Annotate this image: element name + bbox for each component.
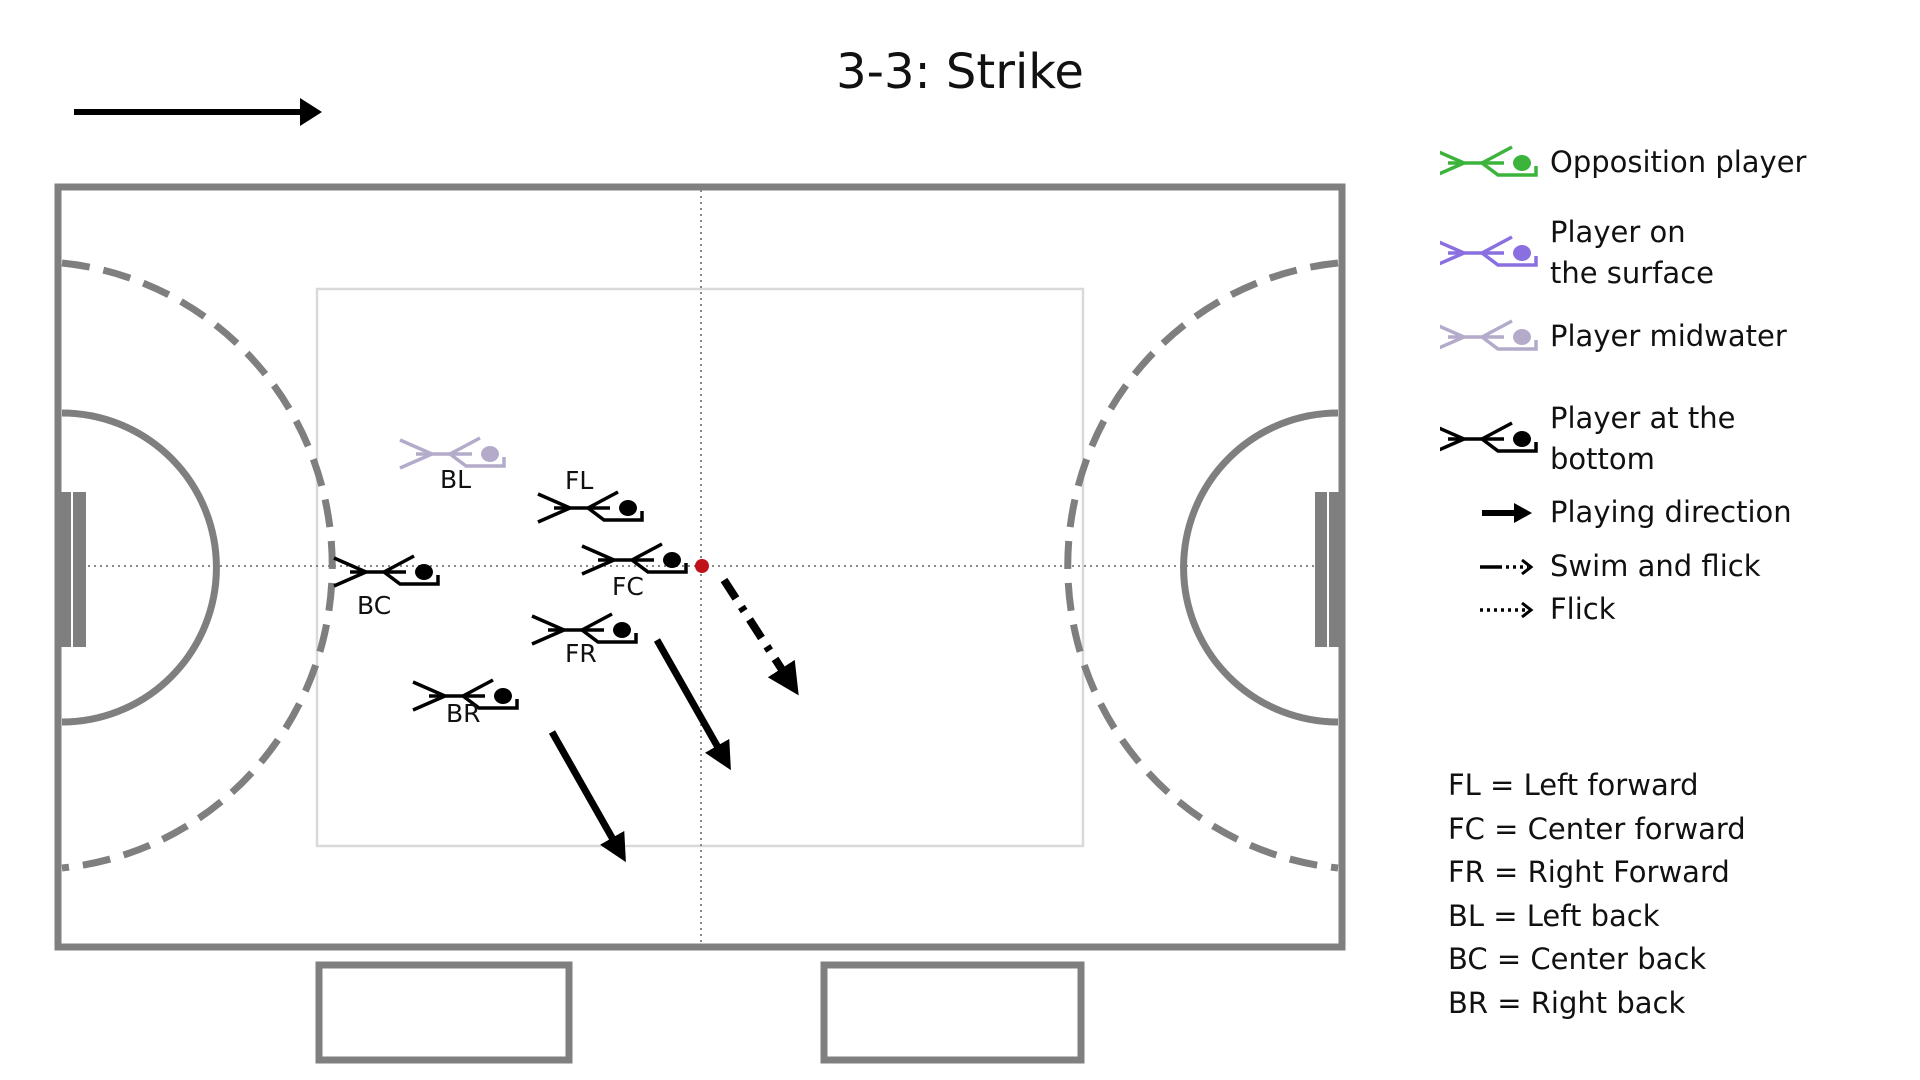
swimmer-bottom-icon [412, 678, 519, 712]
dotted-arrow-icon [1480, 601, 1534, 618]
swimmer-icon-part [619, 500, 637, 516]
legend-item-midwater: Player midwater [1440, 316, 1910, 357]
swimmer-icon-part [587, 490, 619, 510]
swimmer-icon-part [383, 554, 415, 574]
swimmer-icon-part [613, 622, 631, 638]
br-swim-arrow [548, 730, 626, 863]
player-bl [399, 436, 506, 470]
swimmer-icon-part [1480, 437, 1538, 453]
swimmer-icon-part [1481, 318, 1513, 339]
swimmer-bottom-icon [1440, 421, 1538, 453]
abbreviation-item: FC = Center forward [1448, 811, 1746, 846]
ball [695, 559, 709, 573]
player-fc [581, 542, 688, 576]
legend-item-surface: Player on the surface [1440, 212, 1740, 294]
player-fl [537, 490, 644, 524]
swimmer-midwater-icon [1440, 318, 1538, 351]
fr-swim-arrow [653, 638, 731, 771]
player-label-br: BR [446, 699, 481, 728]
abbreviation-item: FR = Right Forward [1448, 855, 1730, 889]
dash-dot-arrow-icon [1480, 558, 1534, 575]
swimmer-icon-part [1513, 154, 1531, 171]
diagram-title: 3-3: Strike [836, 44, 1084, 100]
legend-item-swim-and-flick: Swim and flick [1440, 546, 1910, 587]
swimmer-bottom-icon [531, 612, 638, 646]
player-label-bl: BL [440, 465, 471, 494]
abbreviation-item: BR = Right back [1448, 985, 1686, 1020]
abbreviation-item: FL = Left forward [1448, 768, 1699, 802]
player-label-fc: FC [612, 572, 644, 601]
swimmer-icon-part [462, 678, 494, 698]
swimmer-icon-part [630, 558, 688, 574]
swimmer-icon-part [1480, 161, 1538, 177]
swimmer-icon-part [1481, 144, 1513, 165]
swimmer-icon-part [382, 570, 440, 586]
legend-item-opposition: Opposition player [1440, 142, 1910, 183]
player-fr [531, 612, 638, 646]
swimmer-bottom-icon [537, 490, 644, 524]
player-label-fr: FR [565, 639, 597, 668]
right-goal-arc [1180, 409, 1339, 726]
swimmer-icon-part [1513, 431, 1531, 447]
legend-item-bottom: Player at the bottom [1440, 398, 1770, 480]
legend-item-flick: Flick [1440, 589, 1910, 630]
swimmer-icon-part [448, 452, 506, 468]
swimmer-bottom-icon [581, 542, 688, 576]
swimmer-icon-part [1481, 235, 1513, 255]
swimmer-icon-part [631, 542, 663, 562]
swimmer-icon-part [663, 552, 681, 568]
swimmer-midwater-icon [399, 436, 506, 470]
swimmer-opposition-icon [1440, 144, 1538, 177]
swimmer-icon-part [415, 564, 433, 580]
players: BL FL FC BC FR BR [333, 436, 688, 728]
playing-direction-indicator [74, 98, 322, 126]
fc-swim-and-flick-arrow [720, 577, 799, 696]
player-label-bc: BC [357, 591, 391, 620]
left-bench-box [315, 961, 573, 1064]
player-bc [333, 554, 440, 588]
abbreviation-item: BC = Center back [1448, 942, 1707, 976]
right-bench-box [820, 961, 1085, 1064]
swimmer-icon-part [586, 506, 644, 522]
swimmer-icon-part [1513, 245, 1531, 261]
abbreviation-list: FL = Left forward FC = Center forward FR… [1448, 764, 1746, 1025]
left-goal-arc [61, 409, 220, 726]
swimmer-icon-part [1480, 251, 1538, 267]
legend-item-playing-direction: Playing direction [1440, 492, 1910, 533]
player-label-fl: FL [565, 466, 593, 495]
swimmer-icon-part [1480, 335, 1538, 351]
swimmer-icon-part [461, 694, 519, 710]
solid-arrow-icon [1482, 502, 1532, 523]
swimmer-icon-part [581, 612, 613, 632]
movement-arrows [548, 577, 799, 863]
swimmer-icon-part [449, 436, 481, 456]
swimmer-icon-part [580, 628, 638, 644]
swimmer-bottom-icon [333, 554, 440, 588]
swimmer-surface-icon [1440, 235, 1538, 267]
player-br [412, 678, 519, 712]
swimmer-icon-part [481, 446, 499, 462]
swimmer-icon-part [1481, 421, 1513, 441]
swimmer-icon-part [1513, 328, 1531, 345]
right-dashed-arc [1064, 259, 1339, 872]
swimmer-icon-part [494, 688, 512, 704]
left-dashed-arc [61, 259, 336, 872]
abbreviation-item: BL = Left back [1448, 898, 1660, 933]
